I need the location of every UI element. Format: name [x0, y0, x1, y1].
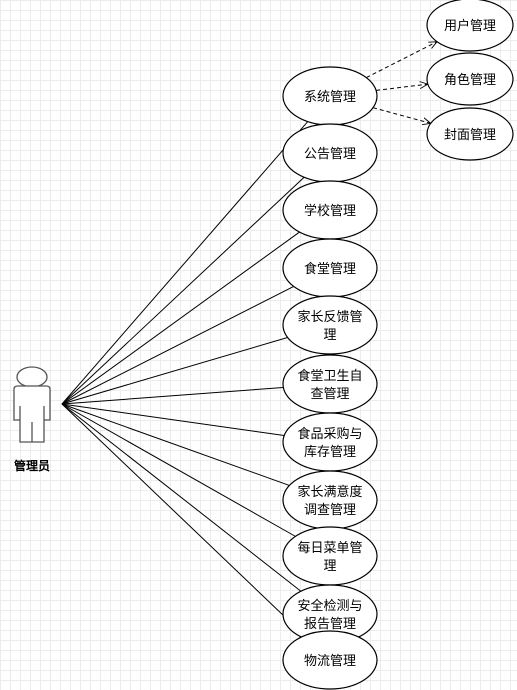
sub-use-case-cover-ellipse [426, 107, 514, 161]
association-line-menu [61, 403, 296, 537]
use-case-hygiene-label: 食堂卫生自 [297, 368, 362, 384]
use-case-notice-label: 公告管理 [304, 147, 356, 162]
use-case-notice[interactable]: 公告管理 [282, 123, 378, 183]
association-line-safety [61, 403, 302, 592]
sub-use-case-role-label: 角色管理 [444, 72, 496, 88]
association-line-feedback [61, 337, 288, 405]
use-case-safety-label: 报告管理 [304, 617, 356, 632]
use-case-hygiene-ellipse [282, 354, 378, 414]
use-case-system[interactable]: 系统管理 [282, 66, 378, 126]
association-line-canteen [61, 285, 294, 405]
use-case-feedback-label: 家长反馈管 [297, 309, 362, 325]
use-case-logistics-label: 物流管理 [304, 654, 356, 669]
sub-use-case-user-label: 用户管理 [444, 18, 496, 34]
association-line-logistics [61, 403, 305, 637]
use-case-purchase-ellipse [282, 412, 378, 472]
association-line-system [61, 121, 309, 405]
association-line-purchase [61, 403, 285, 437]
use-case-school-label: 学校管理 [304, 203, 356, 219]
association-line-survey [61, 403, 290, 486]
use-case-menu-label: 每日菜单管 [297, 540, 362, 556]
use-case-system-label: 系统管理 [304, 90, 356, 105]
sub-use-case-role-ellipse [426, 52, 514, 106]
use-case-feedback-ellipse [282, 295, 378, 355]
use-case-purchase-label: 食品采购与 [297, 426, 362, 442]
use-case-safety-label: 安全检测与 [297, 598, 362, 614]
use-case-logistics-ellipse [282, 630, 378, 690]
sub-use-case-user-ellipse [426, 0, 514, 52]
sub-use-case-role[interactable]: 角色管理 [426, 52, 514, 106]
use-case-purchase-label: 库存管理 [304, 444, 356, 460]
sub-use-case-cover[interactable]: 封面管理 [426, 107, 514, 161]
use-case-survey-label: 家长满意度 [297, 484, 362, 500]
use-case-survey-label: 调查管理 [304, 503, 356, 518]
use-case-menu-label: 理 [323, 559, 336, 574]
actor-head [16, 366, 48, 388]
use-case-canteen[interactable]: 食堂管理 [282, 238, 378, 298]
association-lines [61, 121, 309, 637]
include-arrow-role [376, 84, 428, 91]
use-case-logistics[interactable]: 物流管理 [282, 630, 378, 690]
include-arrows [366, 42, 437, 124]
association-line-school [61, 231, 300, 405]
include-arrow-cover [372, 107, 431, 124]
use-case-menu-ellipse [282, 526, 378, 586]
sub-use-case-user[interactable]: 用户管理 [426, 0, 514, 52]
actor-body [13, 385, 51, 443]
use-case-school[interactable]: 学校管理 [282, 180, 378, 240]
use-case-group: 系统管理公告管理学校管理食堂管理家长反馈管理食堂卫生自查管理食品采购与库存管理家… [282, 66, 378, 690]
association-line-hygiene [61, 386, 284, 405]
use-case-hygiene-label: 查管理 [310, 387, 349, 402]
use-case-canteen-label: 食堂管理 [304, 261, 356, 277]
actor-administrator[interactable]: 管理员 [13, 366, 51, 473]
association-line-notice [61, 176, 305, 405]
sub-use-case-cover-label: 封面管理 [444, 128, 496, 143]
include-arrow-user [366, 42, 437, 79]
actor-label: 管理员 [14, 458, 50, 473]
use-case-feedback-label: 理 [323, 328, 336, 343]
use-case-survey-ellipse [282, 470, 378, 530]
